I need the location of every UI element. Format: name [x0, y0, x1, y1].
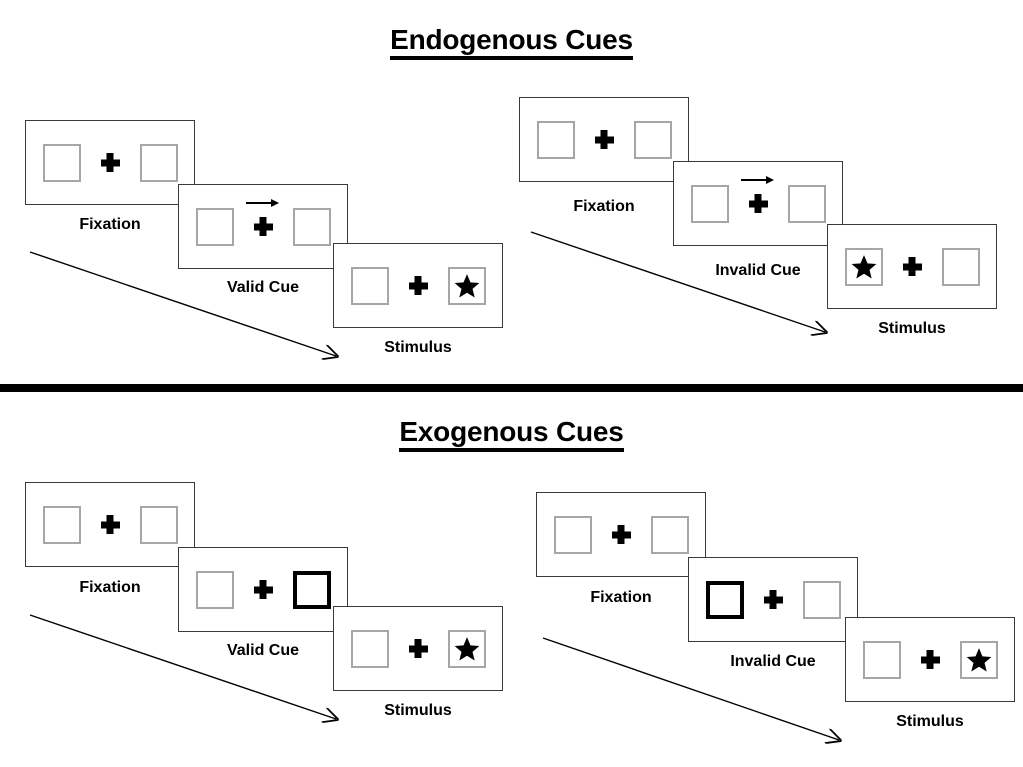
center-column [612, 525, 631, 544]
plus-cross-icon [903, 257, 922, 276]
plus-cross-icon [612, 525, 631, 544]
slot-left [690, 184, 729, 223]
frame-endogenous-valid-stimulus[interactable] [333, 243, 503, 328]
slot-left [195, 207, 234, 246]
slot-right [447, 629, 486, 668]
frame-content [334, 244, 502, 327]
caption-exogenous-invalid-cue: Invalid Cue [730, 653, 816, 670]
center-column [595, 130, 614, 149]
slot-left [536, 120, 575, 159]
frame-endogenous-invalid-cue[interactable] [673, 161, 843, 246]
slot-left [553, 515, 592, 554]
slot-left [844, 247, 883, 286]
slot-right [941, 247, 980, 286]
center-column [764, 590, 783, 609]
slot-right [292, 207, 331, 246]
frame-endogenous-valid-fixation[interactable] [25, 120, 195, 205]
caption-exogenous-valid-fixation: Fixation [79, 579, 141, 596]
slot-right [139, 505, 178, 544]
caption-endogenous-invalid-cue: Invalid Cue [715, 262, 801, 279]
center-column [101, 153, 120, 172]
frame-endogenous-invalid-stimulus[interactable] [827, 224, 997, 309]
slot-left-cued [705, 580, 744, 619]
frame-content [846, 618, 1014, 701]
frame-content [179, 548, 347, 631]
section-title-exogenous-text: Exogenous Cues [399, 416, 624, 452]
slot-right [139, 143, 178, 182]
section-divider [0, 384, 1023, 392]
frame-content [334, 607, 502, 690]
frame-content [674, 162, 842, 245]
slot-left [195, 570, 234, 609]
center-column [409, 639, 428, 658]
frame-exogenous-invalid-stimulus[interactable] [845, 617, 1015, 702]
section-title-endogenous-text: Endogenous Cues [390, 24, 633, 60]
slot-right [650, 515, 689, 554]
center-column [903, 257, 922, 276]
frame-content [537, 493, 705, 576]
center-column [409, 276, 428, 295]
caption-exogenous-valid-cue: Valid Cue [226, 642, 300, 659]
slot-left [350, 629, 389, 668]
slot-left [42, 505, 81, 544]
right-arrow-icon [741, 176, 774, 184]
plus-cross-icon [254, 580, 273, 599]
frame-exogenous-invalid-cue[interactable] [688, 557, 858, 642]
slot-right [633, 120, 672, 159]
center-column [741, 176, 774, 213]
frame-content [828, 225, 996, 308]
caption-endogenous-invalid-fixation: Fixation [573, 198, 635, 215]
frame-content [179, 185, 347, 268]
section-title-exogenous: Exogenous Cues [0, 416, 1023, 452]
frame-exogenous-valid-stimulus[interactable] [333, 606, 503, 691]
plus-cross-icon [254, 217, 273, 236]
plus-cross-icon [595, 130, 614, 149]
caption-endogenous-invalid-stimulus: Stimulus [878, 320, 946, 337]
caption-exogenous-invalid-stimulus: Stimulus [896, 713, 964, 730]
caption-exogenous-valid-stimulus: Stimulus [384, 702, 452, 719]
center-column [246, 199, 279, 236]
flow-arrow-exogenous-invalid [542, 637, 857, 755]
plus-cross-icon [101, 153, 120, 172]
plus-cross-icon [764, 590, 783, 609]
slot-right [447, 266, 486, 305]
star-icon [851, 254, 876, 278]
star-icon [454, 636, 479, 660]
caption-exogenous-invalid-fixation: Fixation [590, 589, 652, 606]
slot-right [802, 580, 841, 619]
plus-cross-icon [749, 194, 768, 213]
slot-right-cued [292, 570, 331, 609]
caption-endogenous-valid-cue: Valid Cue [226, 279, 300, 296]
frame-endogenous-valid-cue[interactable] [178, 184, 348, 269]
frame-content [520, 98, 688, 181]
right-arrow-icon [246, 199, 279, 207]
plus-cross-icon [101, 515, 120, 534]
center-column [254, 580, 273, 599]
plus-cross-icon [409, 639, 428, 658]
caption-endogenous-valid-stimulus: Stimulus [384, 339, 452, 356]
center-column [101, 515, 120, 534]
plus-cross-icon [921, 650, 940, 669]
slot-left [350, 266, 389, 305]
star-icon [454, 273, 479, 297]
frame-content [689, 558, 857, 641]
center-column [921, 650, 940, 669]
slot-left [862, 640, 901, 679]
slot-left [42, 143, 81, 182]
caption-endogenous-valid-fixation: Fixation [79, 216, 141, 233]
slot-right [959, 640, 998, 679]
frame-content [26, 121, 194, 204]
frame-exogenous-valid-fixation[interactable] [25, 482, 195, 567]
frame-endogenous-invalid-fixation[interactable] [519, 97, 689, 182]
star-icon [966, 647, 991, 671]
section-title-endogenous: Endogenous Cues [0, 24, 1023, 60]
frame-content [26, 483, 194, 566]
frame-exogenous-invalid-fixation[interactable] [536, 492, 706, 577]
frame-exogenous-valid-cue[interactable] [178, 547, 348, 632]
slot-right [787, 184, 826, 223]
plus-cross-icon [409, 276, 428, 295]
